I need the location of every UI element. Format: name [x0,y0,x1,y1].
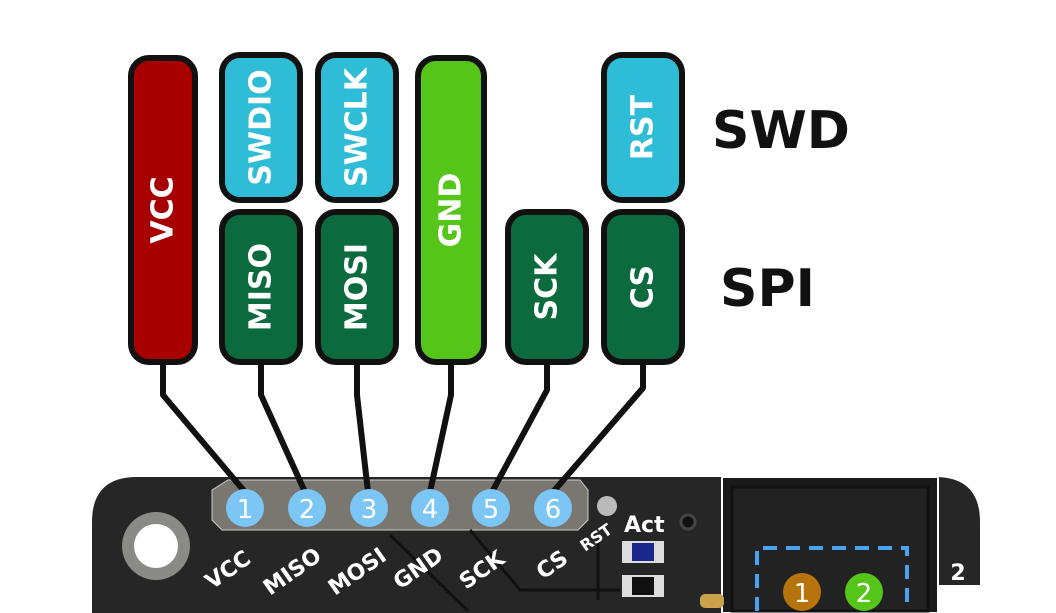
pill-gnd-bg [415,55,487,365]
pin-3-label: 3 [361,495,378,525]
pin-5-label: 5 [483,495,500,525]
pill-rst-bg [601,52,685,203]
pin-2-label: 2 [299,495,316,525]
pill-mosi: MOSI [315,209,399,365]
pill-cs: CS [601,209,685,365]
pill-swdio: SWDIO [219,52,303,203]
silk-two: 2 [950,561,965,586]
pill-rst: RST [601,52,685,203]
pill-swclk-bg [315,52,399,203]
pill-gnd-label: GND [434,173,469,248]
rst-pad [597,496,617,516]
pill-sck-label: SCK [530,252,565,321]
swd-label: SWD [712,101,850,161]
pin-1-label: 1 [237,495,254,525]
pill-sck-bg [505,209,589,365]
pill-rst-label: RST [626,94,661,160]
pill-miso: MISO [219,209,303,365]
pill-swdio-label: SWDIO [244,69,279,185]
pill-swclk-label: SWCLK [340,66,375,187]
pin-4 [411,489,449,527]
connector-pin-1-label: 1 [794,579,811,609]
pin-6 [534,489,572,527]
pin-header [211,479,589,531]
pin-3 [350,489,388,527]
pill-vcc-bg [128,55,198,365]
pin-2 [288,489,326,527]
pill-miso-bg [219,209,303,365]
pill-mosi-bg [315,209,399,365]
pill-cs-bg [601,209,685,365]
leader-lines [160,362,646,494]
pin-4-label: 4 [422,495,439,525]
pill-cs-label: CS [626,265,661,309]
pill-miso-label: MISO [244,243,279,331]
connector-outline [755,546,909,611]
silk-act: Act [624,513,665,538]
connector-pin-2 [845,573,883,611]
pin-5 [472,489,510,527]
pill-swclk: SWCLK [315,52,399,203]
pill-swdio-bg [219,52,303,203]
pill-gnd: GND [415,55,487,365]
pill-vcc-label: VCC [146,176,181,243]
pill-mosi-label: MOSI [340,243,375,331]
connector-pin-1 [783,573,821,611]
pin-6-label: 6 [545,495,562,525]
pill-vcc: VCC [128,55,198,365]
connector-pin-2-label: 2 [856,579,873,609]
spi-label: SPI [720,259,815,319]
pin-1 [226,489,264,527]
pill-sck: SCK [505,209,589,365]
